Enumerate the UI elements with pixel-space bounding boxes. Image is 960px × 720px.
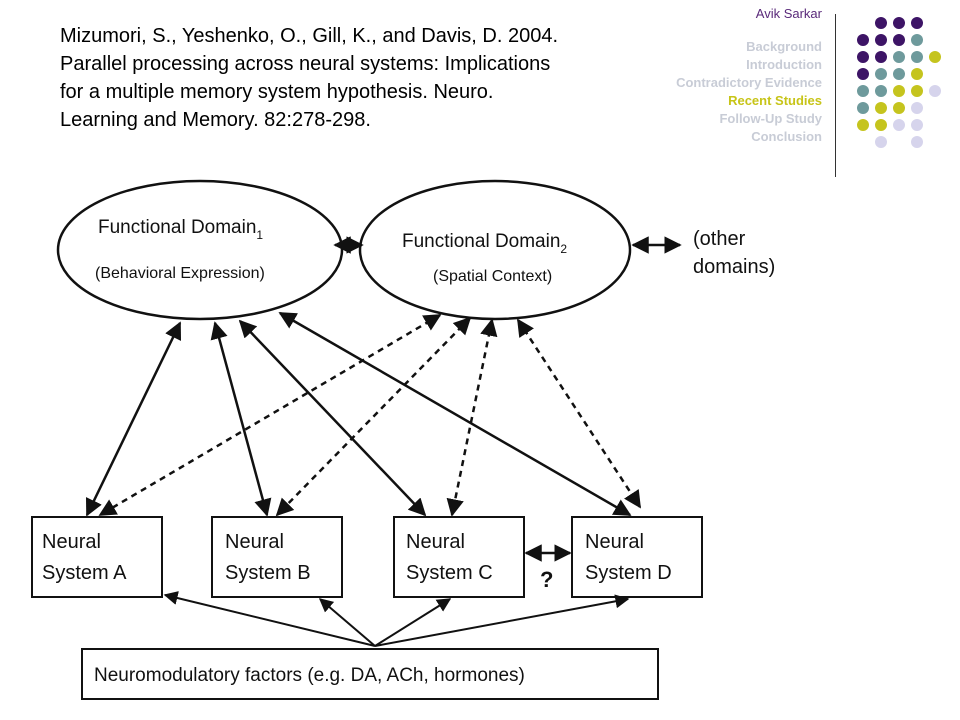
arrow-neuromod-systemB — [318, 598, 376, 647]
decorative-dot — [875, 34, 887, 46]
decorative-dot — [857, 119, 869, 131]
functional-domain-1 — [56, 179, 344, 321]
citation-line: Parallel processing across neural system… — [60, 53, 551, 75]
neural-system-d-line1: Neural — [585, 531, 644, 553]
neural-system-b-box — [211, 516, 343, 598]
arrow-domain1-systemA — [85, 321, 182, 517]
arrow-domain1-systemD — [278, 311, 632, 517]
decorative-dot — [929, 85, 941, 97]
domain2-title: Functional Domain2 — [402, 231, 567, 256]
nav-item-introduction[interactable]: Introduction — [746, 57, 822, 72]
decorative-dot — [911, 136, 923, 148]
neuromodulatory-box — [81, 648, 659, 700]
decorative-dot — [857, 102, 869, 114]
decorative-dot — [857, 85, 869, 97]
other-domains-label: (other — [693, 228, 746, 250]
arrow-neuromod-systemD — [374, 594, 630, 647]
neural-system-c-line2: System C — [406, 562, 493, 584]
neural-system-a-line2: System A — [42, 562, 127, 584]
decorative-dot — [875, 119, 887, 131]
neural-system-c-line1: Neural — [406, 531, 465, 553]
neural-system-b-line2: System B — [225, 562, 311, 584]
arrow-domain2-systemA — [98, 313, 442, 517]
arrow-neuromod-systemA — [163, 591, 376, 647]
decorative-dot — [911, 34, 923, 46]
nav-item-contradictory-evidence[interactable]: Contradictory Evidence — [676, 75, 822, 90]
decorative-dot — [911, 68, 923, 80]
decorative-dot — [911, 85, 923, 97]
decorative-dot — [929, 51, 941, 63]
author-name: Avik Sarkar — [755, 6, 822, 21]
decorative-dot — [857, 34, 869, 46]
neural-system-b-line1: Neural — [225, 531, 284, 553]
question-mark-label: ? — [540, 567, 553, 592]
nav-item-follow-up-study[interactable]: Follow-Up Study — [719, 111, 822, 126]
decorative-dot — [911, 102, 923, 114]
header-divider — [835, 14, 836, 177]
neural-system-d-box — [571, 516, 703, 598]
memory-system-diagram: Functional Domain1 (Behavioral Expressio… — [30, 175, 800, 715]
neural-system-d-line2: System D — [585, 562, 672, 584]
decorative-dot — [893, 17, 905, 29]
decorative-dot — [857, 68, 869, 80]
decorative-dot — [893, 34, 905, 46]
domain1-description: (Behavioral Expression) — [95, 265, 265, 282]
decorative-dot — [893, 85, 905, 97]
section-nav: Background Introduction Contradictory Ev… — [676, 38, 822, 146]
citation-line: Learning and Memory. 82:278-298. — [60, 109, 371, 131]
arrow-domain2-systemB — [275, 316, 472, 517]
decorative-dot — [911, 119, 923, 131]
decorative-dot — [911, 51, 923, 63]
decorative-dot — [911, 17, 923, 29]
other-domains-label-2: domains) — [693, 256, 775, 278]
decorative-dot — [875, 102, 887, 114]
neural-system-a-box — [31, 516, 163, 598]
neural-system-c-box — [393, 516, 525, 598]
nav-item-recent-studies[interactable]: Recent Studies — [728, 93, 822, 108]
arrow-neuromod-systemC — [374, 598, 452, 647]
decorative-dot — [875, 85, 887, 97]
arrow-domain1-systemC — [238, 319, 427, 517]
domain1-title: Functional Domain1 — [98, 217, 263, 242]
decorative-dot — [875, 17, 887, 29]
neural-system-a-line1: Neural — [42, 531, 101, 553]
domain2-description: (Spatial Context) — [433, 268, 552, 285]
decorative-dot — [893, 119, 905, 131]
nav-item-background[interactable]: Background — [746, 39, 822, 54]
arrow-domain2-systemD — [516, 318, 642, 509]
citation-text: Mizumori, S., Yeshenko, O., Gill, K., an… — [60, 22, 680, 134]
decorative-dot — [875, 136, 887, 148]
decorative-dot-grid — [855, 15, 945, 155]
nav-item-conclusion[interactable]: Conclusion — [751, 129, 822, 144]
citation-line: Mizumori, S., Yeshenko, O., Gill, K., an… — [60, 25, 558, 47]
decorative-dot — [893, 102, 905, 114]
neuromodulatory-label: Neuromodulatory factors (e.g. DA, ACh, h… — [94, 665, 525, 686]
decorative-dot — [857, 51, 869, 63]
decorative-dot — [893, 68, 905, 80]
citation-line: for a multiple memory system hypothesis.… — [60, 81, 494, 103]
decorative-dot — [893, 51, 905, 63]
decorative-dot — [875, 51, 887, 63]
arrow-domain2-systemC — [446, 318, 498, 517]
decorative-dot — [875, 68, 887, 80]
arrow-domain1-systemB — [210, 321, 272, 517]
